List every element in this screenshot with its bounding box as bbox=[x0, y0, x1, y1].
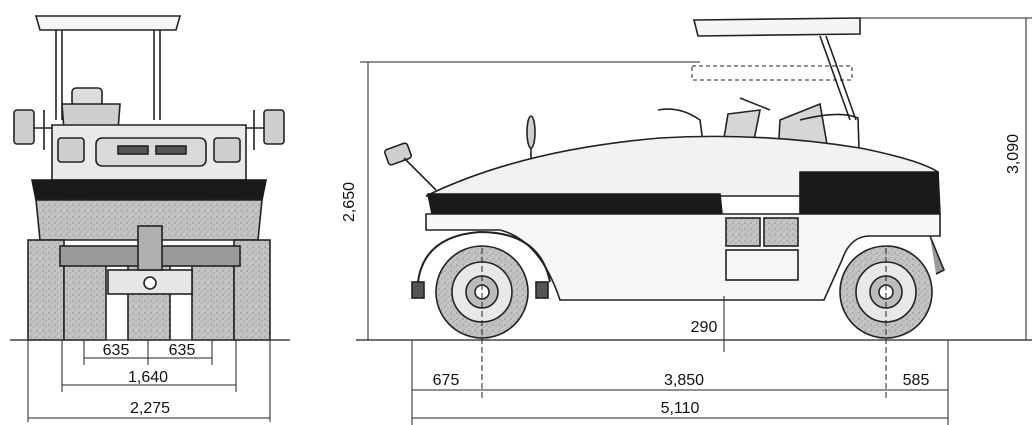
front-dimension-lines bbox=[27, 340, 271, 422]
side-view bbox=[356, 17, 1032, 425]
front-view bbox=[10, 15, 290, 422]
front-bumper-band bbox=[31, 179, 267, 201]
side-front-fender bbox=[417, 230, 551, 283]
side-grilles bbox=[725, 217, 799, 281]
dim-wheel-spacing-left: 635 bbox=[103, 342, 130, 359]
side-dimension-lines bbox=[360, 17, 1032, 425]
side-body-band-rear bbox=[799, 171, 941, 215]
dim-ground-clearance: 290 bbox=[691, 319, 718, 336]
dim-wheel-spacing-right: 635 bbox=[169, 342, 196, 359]
side-body-band-front bbox=[427, 193, 723, 215]
dim-overall-height: 2,650 bbox=[341, 182, 358, 222]
dim-wheelbase: 3,850 bbox=[664, 372, 704, 389]
side-rear-wheel bbox=[839, 245, 933, 339]
dim-canopy-height: 3,090 bbox=[1005, 134, 1022, 174]
side-rear-bumper bbox=[929, 235, 946, 275]
dim-rear-overhang: 585 bbox=[903, 372, 930, 389]
side-lever bbox=[384, 115, 536, 191]
side-rear-hitch bbox=[535, 281, 549, 299]
front-upper-body bbox=[51, 124, 247, 181]
front-seat bbox=[61, 87, 121, 131]
dim-overall-width: 2,275 bbox=[130, 400, 170, 417]
front-tires bbox=[27, 225, 271, 341]
side-lower-body bbox=[425, 213, 941, 301]
side-front-hitch bbox=[411, 281, 425, 299]
dim-inner-width: 1,640 bbox=[128, 369, 168, 386]
front-mirrors bbox=[13, 109, 285, 150]
side-canopy bbox=[691, 17, 861, 121]
dim-overall-length: 5,110 bbox=[661, 400, 700, 417]
dim-front-overhang: 675 bbox=[433, 372, 460, 389]
